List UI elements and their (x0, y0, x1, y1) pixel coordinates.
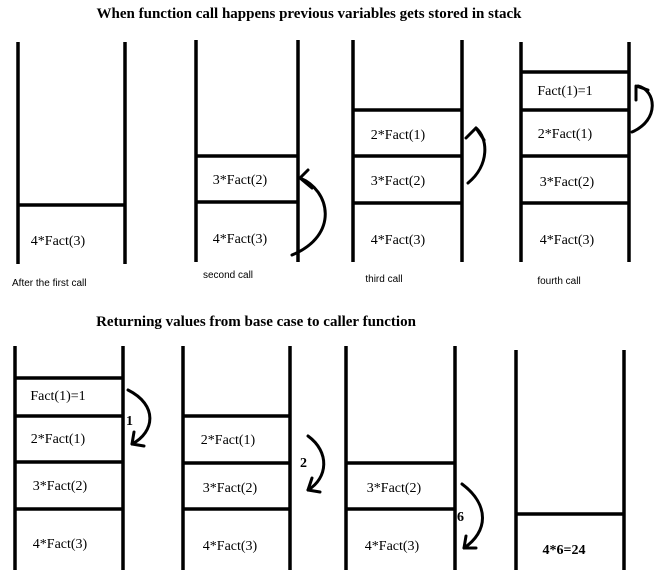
stack-fourth-call: Fact(1)=1 2*Fact(1) 3*Fact(2) 4*Fact(3) (519, 42, 631, 262)
stack-cell: 4*Fact(3) (31, 234, 86, 249)
stack-cell: 2*Fact(1) (201, 433, 256, 448)
return-value-label: 2 (300, 456, 307, 471)
return-stack-4: 4*6=24 (514, 350, 626, 570)
stack-cell: 2*Fact(1) (538, 127, 593, 142)
stack-cell: 3*Fact(2) (203, 481, 258, 496)
bottom-title: Returning values from base case to calle… (96, 314, 416, 330)
stack-cell: Fact(1)=1 (537, 84, 592, 99)
stack-cell: 3*Fact(2) (540, 175, 595, 190)
caption-third-call: third call (365, 274, 402, 285)
stack-cell: 4*6=24 (543, 543, 586, 558)
return-value-label: 1 (126, 414, 133, 429)
stack-cell: 3*Fact(2) (367, 481, 422, 496)
stack-cell: 2*Fact(1) (31, 432, 86, 447)
return-arrow (460, 482, 484, 550)
stack-cell: 4*Fact(3) (213, 232, 268, 247)
stack-after-first-call: 4*Fact(3) (16, 42, 127, 264)
return-stack-2: 2*Fact(1) 3*Fact(2) 4*Fact(3) (181, 346, 292, 570)
caption-first-call: After the first call (12, 278, 86, 289)
arrowhead (298, 168, 314, 190)
push-arrow (290, 176, 327, 257)
caption-fourth-call: fourth call (537, 276, 580, 287)
stack-cell: Fact(1)=1 (30, 389, 85, 404)
stack-cell: 4*Fact(3) (33, 537, 88, 552)
stack-cell: 4*Fact(3) (365, 539, 420, 554)
return-value-label: 6 (457, 510, 464, 525)
stack-cell: 4*Fact(3) (540, 233, 595, 248)
stack-cell: 3*Fact(2) (371, 174, 426, 189)
return-arrow (126, 388, 152, 446)
return-stack-1: Fact(1)=1 2*Fact(1) 3*Fact(2) 4*Fact(3) (13, 346, 125, 570)
stack-cell: 2*Fact(1) (371, 128, 426, 143)
arrowhead (462, 534, 478, 550)
return-arrow (306, 434, 326, 492)
return-stack-3: 3*Fact(2) 4*Fact(3) (344, 346, 457, 570)
arrowhead (634, 84, 650, 102)
arrowhead (130, 430, 146, 448)
stack-cell: 4*Fact(3) (371, 233, 426, 248)
stack-cell: 3*Fact(2) (33, 479, 88, 494)
stack-second-call: 3*Fact(2) 4*Fact(3) (194, 40, 300, 262)
arrowhead (464, 126, 486, 142)
stack-cell: 4*Fact(3) (203, 539, 258, 554)
caption-second-call: second call (203, 270, 253, 281)
stack-cell: 3*Fact(2) (213, 173, 268, 188)
stack-third-call: 2*Fact(1) 3*Fact(2) 4*Fact(3) (351, 40, 464, 262)
arrowhead (306, 476, 322, 494)
top-title: When function call happens previous vari… (97, 6, 523, 22)
